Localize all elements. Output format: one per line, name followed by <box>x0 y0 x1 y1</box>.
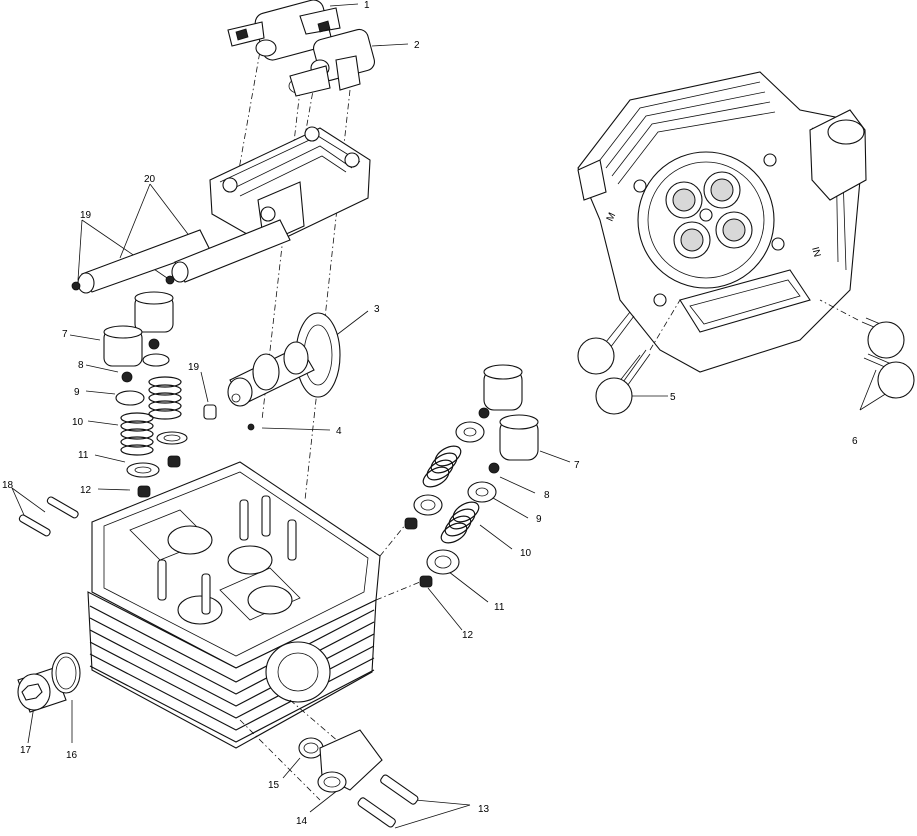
callout-5: 5 <box>670 392 676 403</box>
callout-11-left: 11 <box>78 450 89 461</box>
callout-7-left: 7 <box>62 329 68 340</box>
callout-8-left: 8 <box>78 360 84 371</box>
valve-spring-b <box>120 412 154 456</box>
callout-13: 13 <box>478 804 490 815</box>
plug-and-oring <box>17 652 81 713</box>
callout-labels: 1 2 3 4 5 6 7 8 9 10 11 12 7 8 9 10 11 1… <box>2 0 858 827</box>
callout-12-right: 12 <box>462 630 474 641</box>
callout-18: 18 <box>2 480 14 491</box>
valve-train-right <box>375 364 539 601</box>
valve-spring-d <box>440 501 480 544</box>
callout-8-right: 8 <box>544 490 550 501</box>
cylinder-head-main <box>87 461 381 749</box>
callout-10-right: 10 <box>520 548 532 559</box>
camshaft <box>203 312 341 431</box>
valve-train-left <box>103 291 188 498</box>
callout-9-right: 9 <box>536 514 542 525</box>
callout-19-upper: 19 <box>80 210 92 221</box>
callout-15: 15 <box>268 780 280 791</box>
callout-1: 1 <box>364 0 370 11</box>
callout-17: 17 <box>20 745 32 756</box>
cylinder-head-underside: M IN <box>577 71 867 373</box>
valve-spring-a <box>148 376 182 420</box>
callout-4: 4 <box>336 426 342 437</box>
callout-14: 14 <box>296 816 308 827</box>
callout-3: 3 <box>374 304 380 315</box>
callout-2: 2 <box>414 40 420 51</box>
valve-spring-c <box>422 445 462 488</box>
callout-11-right: 11 <box>494 602 505 613</box>
callout-7-right: 7 <box>574 460 580 471</box>
callout-9-left: 9 <box>74 387 80 398</box>
callout-10-left: 10 <box>72 417 84 428</box>
callout-12-left: 12 <box>80 485 92 496</box>
dowel-pins <box>18 496 79 537</box>
rocker-shaft-support <box>71 126 371 294</box>
valves <box>577 299 915 415</box>
head-marking-b: IN <box>809 246 822 259</box>
callout-16: 16 <box>66 750 78 761</box>
callout-19-lower: 19 <box>188 362 200 373</box>
callout-6: 6 <box>852 436 858 447</box>
rocker-arm-assembly <box>227 0 376 501</box>
outlet-housing <box>239 699 419 828</box>
callout-20: 20 <box>144 174 156 185</box>
